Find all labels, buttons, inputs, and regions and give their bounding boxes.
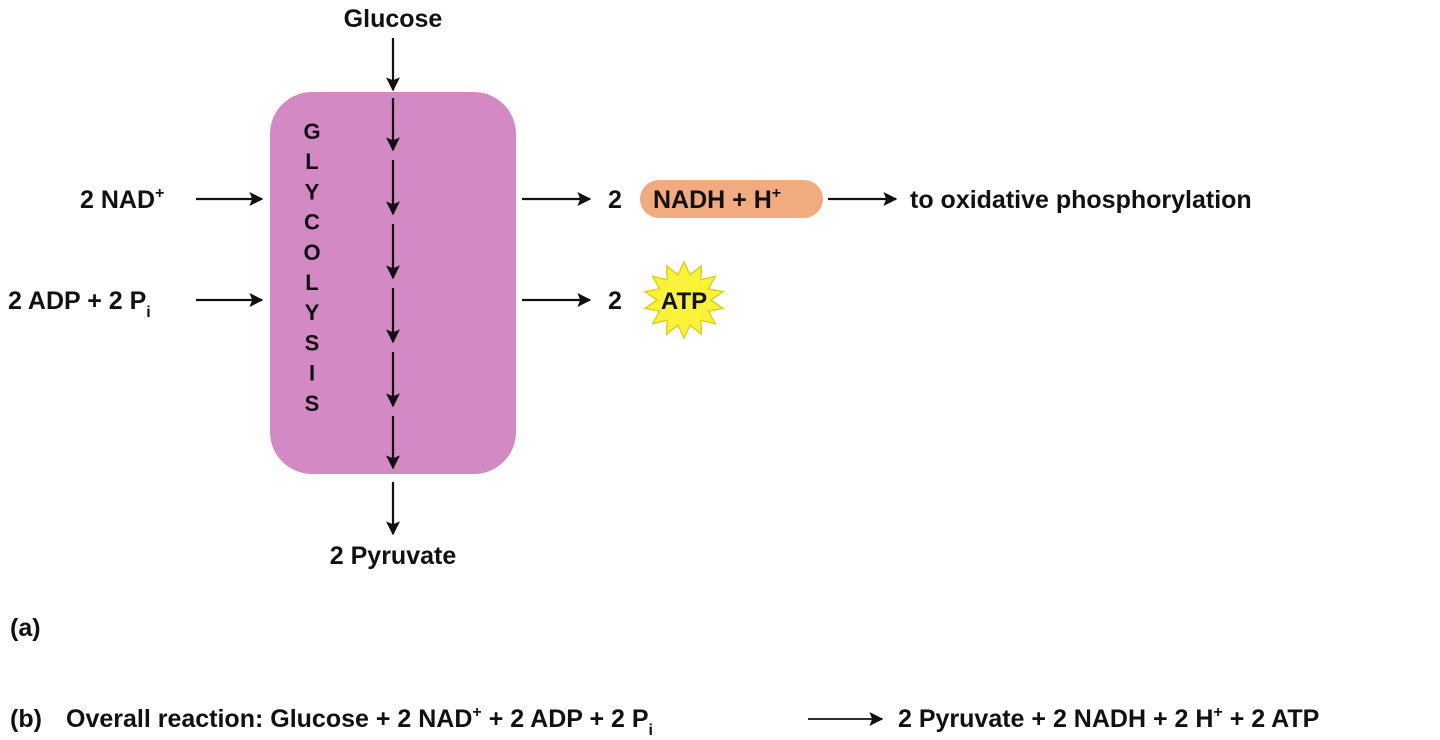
glycolysis-letter: L: [305, 149, 318, 174]
glycolysis-letter: Y: [305, 300, 320, 325]
glycolysis-letter: S: [305, 330, 320, 355]
glucose-label: Glucose: [344, 5, 443, 33]
panel-a-label: (a): [10, 614, 41, 642]
nadh-label: NADH + H+: [653, 185, 781, 214]
atp-label: ATP: [661, 288, 707, 315]
glycolysis-letter: O: [303, 240, 320, 265]
pyruvate-label: 2 Pyruvate: [330, 542, 457, 570]
nadh-coefficient: 2: [608, 186, 622, 214]
atp-coefficient: 2: [608, 287, 622, 315]
glycolysis-letter: G: [303, 119, 320, 144]
overall-reaction-reactants: Overall reaction: Glucose + 2 NAD+ + 2 A…: [66, 704, 653, 739]
nadh-pill: [640, 180, 823, 218]
overall-reaction-products: 2 Pyruvate + 2 NADH + 2 H+ + 2 ATP: [898, 704, 1319, 733]
glycolysis-letter: S: [305, 391, 320, 416]
adp-input-label: 2 ADP + 2 Pi: [8, 287, 151, 321]
glycolysis-letter: C: [304, 210, 320, 235]
atp-burst-icon: [643, 260, 725, 340]
glycolysis-box: [270, 92, 516, 474]
glycolysis-letter: Y: [305, 179, 320, 204]
glycolysis-letter: I: [309, 361, 315, 386]
oxidative-phosphorylation-label: to oxidative phosphorylation: [910, 186, 1252, 214]
nad-input-label: 2 NAD+: [80, 185, 164, 214]
panel-b-label: (b): [10, 705, 42, 733]
glycolysis-letter: L: [305, 270, 318, 295]
